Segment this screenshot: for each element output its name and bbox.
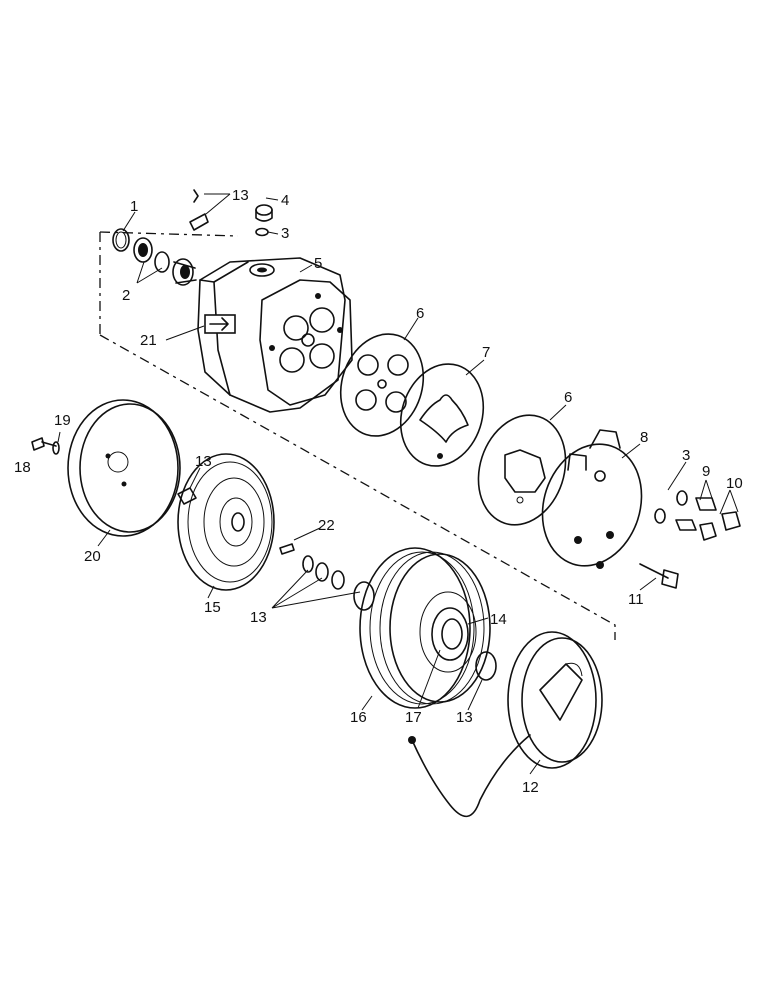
callout-13-top: 13 [232, 187, 249, 204]
callout-1: 1 [130, 198, 138, 215]
part-1-o-ring [112, 228, 130, 252]
callout-14: 14 [490, 611, 507, 628]
part-10-caps [699, 511, 741, 541]
callout-17: 17 [405, 709, 422, 726]
part-22-key [279, 543, 295, 555]
part-17-bearing [431, 607, 469, 661]
part-6-head-gasket [477, 414, 567, 526]
callout-labels: 1 2 13 4 3 5 21 6 7 6 8 3 9 10 11 19 18 … [14, 187, 743, 796]
assembly-boundary-line [99, 231, 616, 640]
part-9-service-valves [675, 497, 717, 531]
part-3-o-rings [654, 490, 688, 524]
callout-4: 4 [281, 192, 289, 209]
part-11-bolt [639, 563, 679, 589]
part-12-field-coil [408, 631, 603, 818]
callout-6-left: 6 [416, 305, 424, 322]
callout-3-top: 3 [281, 225, 289, 242]
part-4-fill-plug [255, 204, 273, 237]
callout-10: 10 [726, 475, 743, 492]
part-20-front-cover [67, 399, 181, 537]
callout-22: 22 [318, 517, 335, 534]
part-7-valve-plate [399, 363, 485, 467]
callout-9: 9 [702, 463, 710, 480]
callout-21: 21 [140, 332, 157, 349]
part-6-gasket [339, 333, 425, 437]
callout-13-ring: 13 [456, 709, 473, 726]
callout-13-nut: 13 [195, 453, 212, 470]
callout-12: 12 [522, 779, 539, 796]
callout-20: 20 [84, 548, 101, 565]
callout-16: 16 [350, 709, 367, 726]
part-19-lockwasher [52, 441, 60, 455]
callout-2: 2 [122, 287, 130, 304]
leader-lines [57, 193, 739, 775]
part-15-clutch-hub [177, 453, 275, 591]
part-2-shaft-seal [133, 237, 197, 286]
part-14-snap-ring [475, 651, 497, 681]
callout-19: 19 [54, 412, 71, 429]
callout-8: 8 [640, 429, 648, 446]
callout-6-right: 6 [564, 389, 572, 406]
part-13-key [189, 189, 209, 231]
callout-5: 5 [314, 255, 322, 272]
callout-11: 11 [628, 591, 644, 608]
callout-3-right: 3 [682, 447, 690, 464]
callout-18: 18 [14, 459, 31, 476]
callout-13-shims: 13 [250, 609, 267, 626]
callout-15: 15 [204, 599, 221, 616]
part-13-nut [177, 487, 197, 505]
part-5-compressor-body [197, 257, 353, 413]
callout-7: 7 [482, 344, 490, 361]
part-16-pulley [359, 547, 491, 709]
part-8-cylinder-head [541, 429, 643, 569]
part-13-shims [302, 555, 375, 611]
